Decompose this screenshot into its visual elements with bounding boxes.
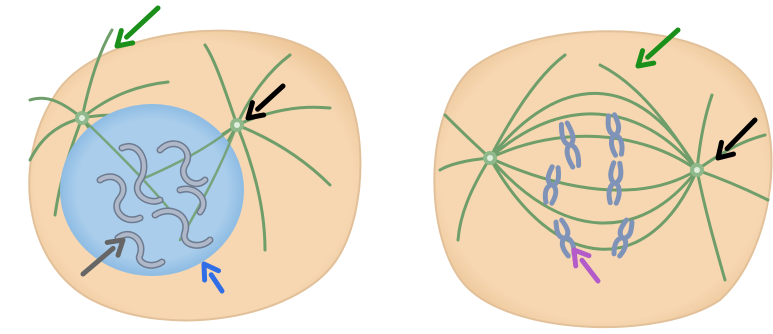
- left-cell: [29, 30, 360, 320]
- centrosome-right-a: [483, 151, 497, 165]
- centrosome-left-b: [230, 118, 244, 132]
- centrosome-left-a: [75, 111, 89, 125]
- right-cell: [434, 31, 771, 327]
- centrosome-right-b: [690, 163, 704, 177]
